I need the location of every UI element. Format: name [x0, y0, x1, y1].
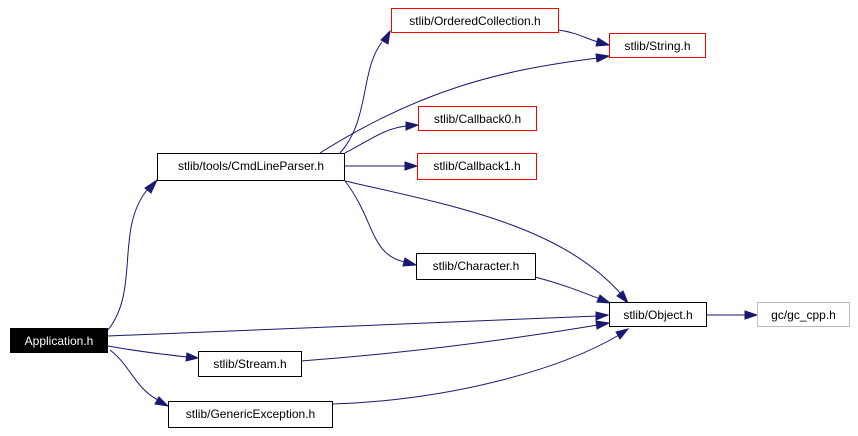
edge-application-stream [107, 345, 188, 358]
edge-cmdlineparser-string [319, 57, 599, 154]
arrowhead-object-from-cmdlineparser [616, 290, 630, 305]
node-string[interactable]: stlib/String.h [609, 33, 706, 58]
arrowhead-object-from-character [596, 294, 612, 304]
arrowhead-stream [185, 352, 200, 362]
edge-application-genericexception [109, 349, 159, 401]
node-callback1[interactable]: stlib/Callback1.h [417, 153, 537, 180]
arrowhead-character [402, 257, 418, 267]
node-genericexception[interactable]: stlib/GenericException.h [168, 401, 333, 428]
arrowhead-gc_cpp [744, 310, 759, 320]
node-cmdlineparser[interactable]: stlib/tools/CmdLineParser.h [157, 153, 345, 181]
edge-stream-object [300, 324, 599, 362]
arrowhead-string-from-orderedcollection [595, 37, 611, 47]
node-object[interactable]: stlib/Object.h [609, 302, 707, 327]
arrowhead-cmdlineparser [144, 178, 159, 194]
edge-character-object [534, 276, 601, 300]
arrowhead-object-from-stream [595, 320, 611, 330]
arrowhead-object-from-application [595, 311, 610, 321]
node-gc_cpp: gc/gc_cpp.h [757, 302, 850, 327]
edge-cmdlineparser-character [344, 180, 406, 263]
arrowhead-callback1 [404, 161, 419, 171]
arrowhead-genericexception [154, 396, 170, 407]
edge-application-object [107, 315, 599, 337]
node-stream[interactable]: stlib/Stream.h [198, 351, 302, 377]
edge-orderedcollection-string [557, 29, 599, 43]
node-character[interactable]: stlib/Character.h [416, 253, 536, 280]
node-application: Application.h [10, 328, 108, 353]
edge-cmdlineparser-object [344, 180, 622, 295]
arrowhead-callback0 [405, 121, 420, 131]
arrowhead-object-from-genericexception [615, 328, 630, 340]
node-callback0[interactable]: stlib/Callback0.h [418, 106, 537, 131]
edge-cmdlineparser-callback0 [344, 125, 408, 154]
edge-application-cmdlineparser [107, 189, 148, 331]
edge-genericexception-object [332, 334, 620, 405]
arrowhead-string-from-cmdlineparser [595, 53, 611, 63]
arrowhead-orderedcollection [380, 29, 391, 45]
edge-cmdlineparser-orderedcollection [339, 41, 383, 154]
node-orderedcollection[interactable]: stlib/OrderedCollection.h [391, 8, 559, 33]
